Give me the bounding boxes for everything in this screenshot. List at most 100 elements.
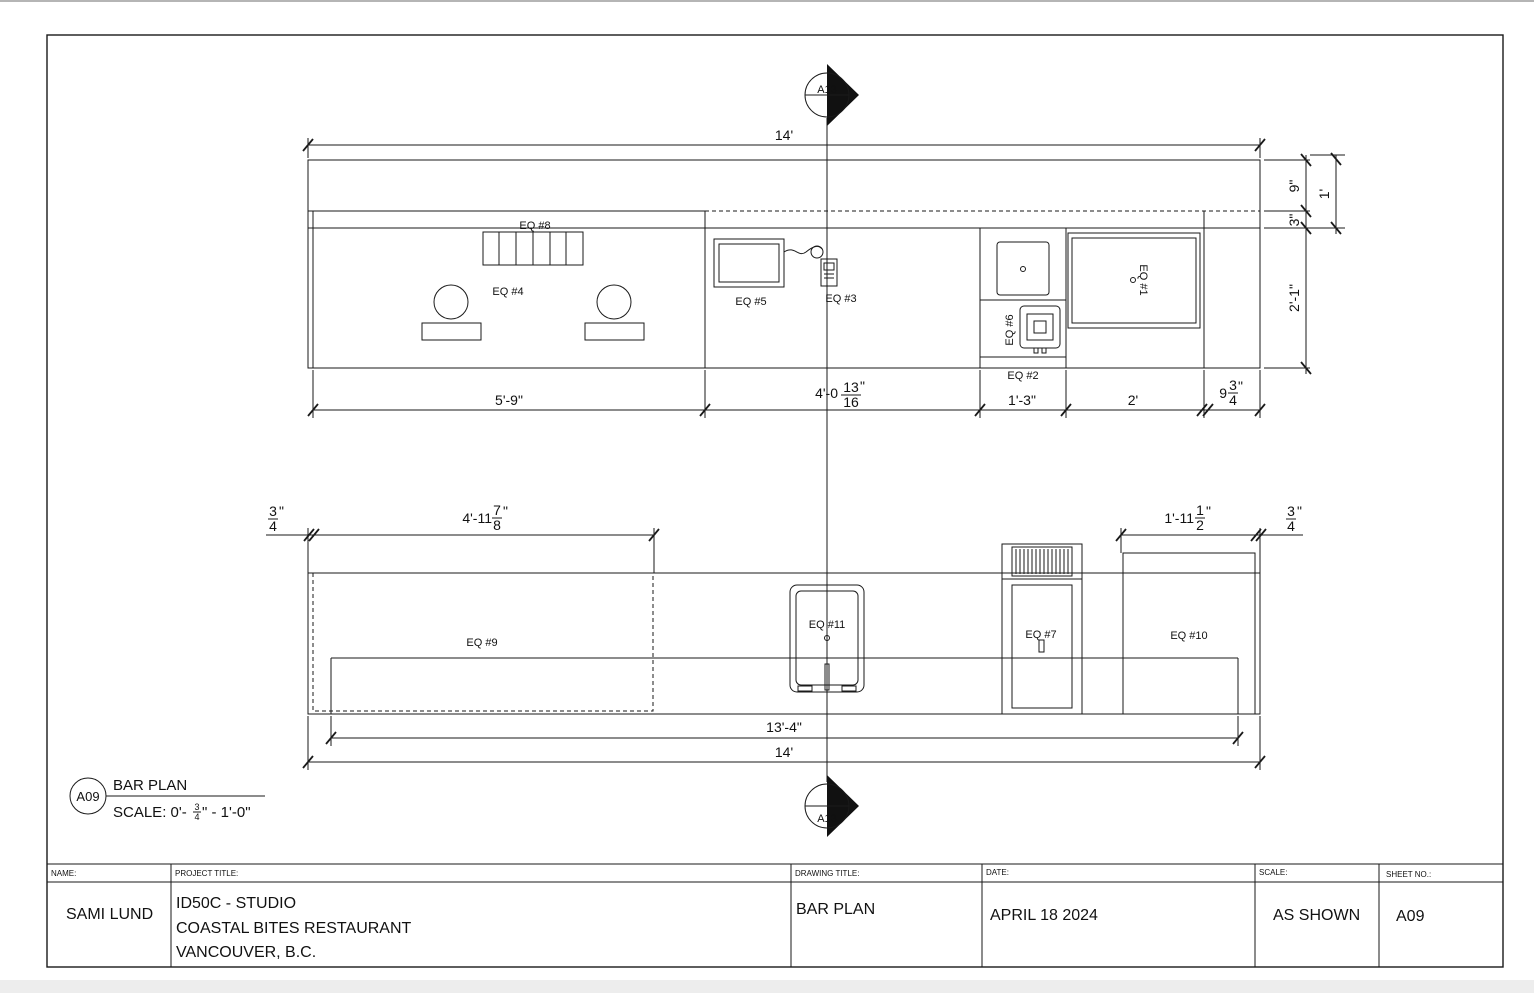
dim-4-11-7-8: 4'-11 7 8 " <box>462 502 508 533</box>
dim-edge-left: 3 4 " <box>268 503 284 534</box>
drawing-date: APRIL 18 2024 <box>990 907 1098 924</box>
sheet-number: A09 <box>1396 908 1425 925</box>
project-line-2: COASTAL BITES RESTAURANT <box>176 920 412 937</box>
svg-text:4'-0: 4'-0 <box>815 385 838 401</box>
eq4-right-base <box>584 322 645 341</box>
dim-edge-right: 3 4 " <box>1286 503 1302 534</box>
back-bar-outline <box>307 572 1261 715</box>
svg-text:1'-11: 1'-11 <box>1164 510 1194 526</box>
eq5-monitor <box>713 238 785 288</box>
svg-text:9: 9 <box>1219 385 1227 401</box>
title-block: NAME: PROJECT TITLE: DRAWING TITLE: DATE… <box>47 863 1503 967</box>
top-edge-line <box>0 0 1534 2</box>
view-title-callout: A09 BAR PLAN SCALE: 0'- 3 4 " - 1'-0" <box>69 777 265 822</box>
view-title: BAR PLAN <box>113 777 187 794</box>
dim-1-11-1-2: 1'-11 1 2 " <box>1164 502 1211 533</box>
dim-4-0-13-16: 4'-0 13 16 " <box>815 378 865 410</box>
drawing-scale: AS SHOWN <box>1273 907 1360 924</box>
eq4-left-round <box>433 284 469 320</box>
dim-13-4: 13'-4" <box>766 719 802 735</box>
sheet-label: SHEET NO.: <box>1386 870 1431 879</box>
date-label: DATE: <box>986 868 1009 877</box>
section-marker-top-label: A13 <box>817 84 837 96</box>
dim-overall-top: 14' <box>775 127 793 143</box>
dim-overall-bottom: 14' <box>775 744 793 760</box>
svg-text:" - 1'-0": " - 1'-0" <box>202 804 251 821</box>
svg-text:1: 1 <box>1196 502 1204 518</box>
svg-text:": " <box>1297 503 1302 519</box>
eq1-sink <box>1067 232 1201 329</box>
eq8-label: EQ #8 <box>519 220 550 232</box>
eq9-unit <box>312 572 654 712</box>
svg-text:4: 4 <box>194 812 199 822</box>
svg-text:3: 3 <box>269 503 277 519</box>
eq9-label: EQ #9 <box>466 637 497 649</box>
scale-label: SCALE: <box>1259 868 1287 877</box>
eq6-label: EQ #6 <box>1004 314 1016 345</box>
eq4-left-base <box>421 322 482 341</box>
drawing-title: BAR PLAN <box>796 901 875 918</box>
eq7-label: EQ #7 <box>1025 629 1056 641</box>
svg-text:3: 3 <box>194 802 199 812</box>
drawing-title-label: DRAWING TITLE: <box>795 869 859 878</box>
eq3-label: EQ #3 <box>825 293 856 305</box>
eq10-label: EQ #10 <box>1170 630 1207 642</box>
eq5-cable <box>783 245 823 255</box>
eq7-grille <box>1015 549 1069 574</box>
svg-text:8: 8 <box>493 517 501 533</box>
eq11-label: EQ #11 <box>809 619 846 631</box>
name-label: NAME: <box>51 869 76 878</box>
eq6-unit <box>1019 305 1061 349</box>
project-line-3: VANCOUVER, B.C. <box>176 944 316 961</box>
hand-sink <box>996 241 1050 296</box>
section-marker-bottom-label: A13 <box>817 813 837 825</box>
svg-text:SCALE: 0'-: SCALE: 0'- <box>113 804 187 821</box>
project-line-1: ID50C - STUDIO <box>176 895 296 912</box>
eq4-label: EQ #4 <box>492 286 523 298</box>
dim-9in: 9" <box>1286 180 1302 193</box>
dim-2: 2' <box>1128 392 1138 408</box>
eq7-unit <box>1001 543 1083 715</box>
project-label: PROJECT TITLE: <box>175 869 238 878</box>
svg-text:4'-11: 4'-11 <box>462 510 492 526</box>
svg-text:": " <box>1238 378 1243 394</box>
eq11-unit <box>789 584 865 693</box>
dim-5-9: 5'-9" <box>495 392 523 408</box>
svg-text:4: 4 <box>1287 518 1295 534</box>
bottom-edge-band <box>0 980 1534 993</box>
back-bar-plan: 3 4 " 4'-11 7 8 " 1'-11 1 2 " 3 <box>266 502 1303 770</box>
svg-text:16: 16 <box>843 394 859 410</box>
view-scale: SCALE: 0'- 3 4 " - 1'-0" <box>113 802 251 822</box>
svg-text:7: 7 <box>493 502 501 518</box>
dim-1-3: 1'-3" <box>1008 392 1036 408</box>
svg-text:3: 3 <box>1229 377 1237 393</box>
eq4-right-round <box>596 284 632 320</box>
section-marker-bottom: A13 <box>804 775 859 837</box>
svg-text:": " <box>503 503 508 519</box>
svg-text:4: 4 <box>1229 392 1237 408</box>
eq1-label: EQ #1 <box>1137 264 1149 295</box>
dim-9-3-4: 9 3 4 " <box>1219 377 1243 408</box>
svg-text:3: 3 <box>1287 503 1295 519</box>
svg-text:": " <box>279 503 284 519</box>
bar-counter-outline <box>307 159 1261 369</box>
svg-text:13: 13 <box>843 379 859 395</box>
svg-text:": " <box>1206 503 1211 519</box>
eq3-terminal <box>820 258 838 287</box>
eq2-label: EQ #2 <box>1007 370 1038 382</box>
svg-text:": " <box>860 378 865 394</box>
section-marker-top: A13 <box>804 64 859 126</box>
eq10-unit <box>1122 552 1256 715</box>
student-name: SAMI LUND <box>66 906 153 923</box>
dim-2-1: 2'-1" <box>1286 284 1302 312</box>
eq5-label: EQ #5 <box>735 296 766 308</box>
dim-3in: 3" <box>1286 214 1302 227</box>
sheet-border <box>46 34 1504 968</box>
front-bar-plan: 14' EQ #8 EQ #4 EQ #5 <box>302 127 1345 418</box>
dim-1ft: 1' <box>1316 189 1332 199</box>
view-ref-label: A09 <box>76 789 99 804</box>
svg-text:4: 4 <box>269 518 277 534</box>
svg-text:2: 2 <box>1196 517 1204 533</box>
